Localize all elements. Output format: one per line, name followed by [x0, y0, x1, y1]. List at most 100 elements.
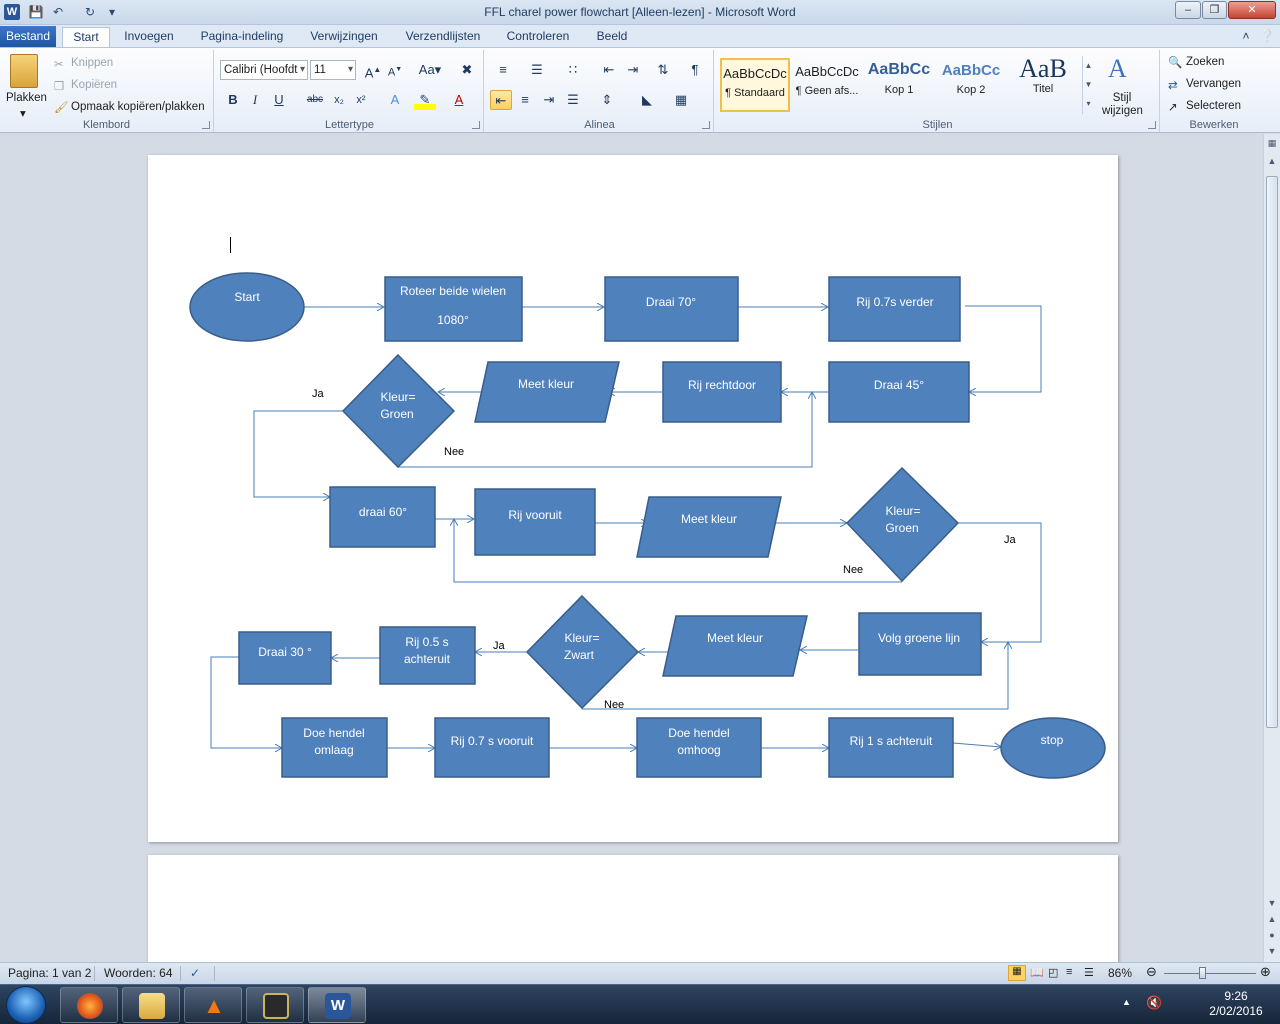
process-draai60[interactable]	[329, 486, 436, 548]
process-rij-vooruit[interactable]	[474, 488, 596, 556]
style-standaard[interactable]: AaBbCcDc ¶ Standaard	[720, 58, 790, 112]
process-rij07-vooruit[interactable]	[434, 717, 550, 778]
tab-pagina-indeling[interactable]: Pagina-indeling	[200, 29, 284, 43]
full-screen-reading-icon[interactable]: 📖	[1030, 967, 1044, 979]
style-geen-afstand[interactable]: AaBbCcDc ¶ Geen afs...	[792, 58, 862, 112]
clock[interactable]: 9:26 2/02/2016	[1196, 989, 1276, 1019]
cut-icon[interactable]: ✂	[54, 59, 64, 71]
print-layout-icon[interactable]: ▦	[1008, 965, 1026, 981]
paragraph-launcher-icon[interactable]	[702, 121, 710, 129]
decision-kleur-groen-2[interactable]	[845, 466, 960, 583]
volume-muted-icon[interactable]: 🔇	[1146, 995, 1163, 1010]
style-kop1[interactable]: AaBbCc Kop 1	[864, 58, 934, 112]
tab-start[interactable]: Start	[62, 27, 110, 47]
bold-button[interactable]: B	[228, 92, 238, 107]
minimize-ribbon-icon[interactable]: ˄	[1242, 29, 1250, 43]
process-rij1-achteruit[interactable]	[828, 717, 954, 778]
zoom-out-icon[interactable]: ⊖	[1146, 964, 1157, 979]
proofing-icon[interactable]: ✓	[190, 966, 201, 980]
paste-dropdown-icon[interactable]: ▾	[20, 108, 26, 120]
minimize-icon[interactable]: –	[1175, 1, 1201, 19]
tab-verwijzingen[interactable]: Verwijzingen	[310, 29, 378, 43]
process-rij-rechtdoor[interactable]	[662, 361, 782, 423]
ruler-toggle-icon[interactable]: ▦	[1267, 138, 1277, 148]
shading-icon[interactable]: ◣	[642, 92, 652, 107]
process-rij05-achteruit[interactable]	[379, 626, 476, 685]
io-meet-kleur-3[interactable]	[662, 615, 808, 677]
start-button[interactable]	[6, 986, 46, 1024]
taskbar-explorer[interactable]	[122, 987, 180, 1023]
previous-page-icon[interactable]: ▲	[1267, 914, 1277, 924]
format-painter-button[interactable]: Opmaak kopiëren/plakken	[71, 101, 205, 113]
io-meet-kleur-1[interactable]	[474, 361, 620, 423]
subscript-button[interactable]: x₂	[334, 94, 344, 106]
find-icon[interactable]: 🔍	[1168, 57, 1183, 69]
sort-icon[interactable]: ⇅	[657, 62, 669, 77]
word-count[interactable]: Woorden: 64	[104, 966, 173, 980]
close-icon[interactable]: ✕	[1228, 1, 1276, 19]
font-size-input[interactable]: 11	[310, 60, 356, 80]
multilevel-list-icon[interactable]: ∷	[568, 62, 578, 77]
process-rij07[interactable]	[828, 276, 961, 342]
draft-icon[interactable]: ☰	[1084, 967, 1094, 979]
start-terminal[interactable]	[189, 272, 305, 342]
decision-kleur-zwart[interactable]	[525, 594, 640, 710]
superscript-button[interactable]: x²	[356, 94, 366, 106]
clipboard-launcher-icon[interactable]	[202, 121, 210, 129]
change-styles-icon[interactable]: A	[1108, 54, 1127, 83]
styles-scroll-icon[interactable]: ▲▼▾	[1082, 56, 1094, 114]
maximize-icon[interactable]: ❐	[1202, 1, 1227, 19]
font-name-input[interactable]: Calibri (Hoofdt	[220, 60, 308, 80]
flowchart[interactable]: Start Roteer beide wielen 1080° Draai 70…	[0, 134, 1263, 962]
highlight-icon[interactable]: ✎	[414, 90, 436, 110]
increase-indent-icon[interactable]: ⇥	[627, 62, 639, 77]
copy-icon[interactable]: ❐	[54, 81, 65, 93]
process-hendel-omhoog[interactable]	[636, 717, 762, 778]
document-area[interactable]: Start Roteer beide wielen 1080° Draai 70…	[0, 134, 1263, 962]
text-effects-icon[interactable]: A	[390, 92, 400, 107]
zoom-in-icon[interactable]: ⊕	[1260, 964, 1271, 979]
style-titel[interactable]: AaB Titel	[1008, 54, 1078, 112]
numbering-icon[interactable]: ☰	[531, 62, 543, 77]
redo-icon[interactable]: ↻	[84, 5, 96, 19]
font-color-icon[interactable]: A	[454, 92, 464, 107]
customize-icon[interactable]: ▾	[108, 5, 116, 19]
align-center-icon[interactable]: ≡	[521, 92, 529, 107]
process-draai70[interactable]	[604, 276, 739, 342]
scroll-thumb[interactable]	[1266, 176, 1278, 728]
scroll-down-icon[interactable]: ▼	[1267, 898, 1277, 908]
tab-bestand[interactable]: Bestand	[0, 26, 56, 47]
page-count[interactable]: Pagina: 1 van 2	[8, 966, 92, 980]
help-icon[interactable]: ❔	[1259, 29, 1275, 43]
font-launcher-icon[interactable]	[472, 121, 480, 129]
copy-button[interactable]: Kopiëren	[71, 79, 118, 91]
web-layout-icon[interactable]: ◰	[1048, 967, 1059, 979]
process-roteer[interactable]	[384, 276, 523, 342]
style-kop2[interactable]: AaBbCc Kop 2	[936, 58, 1006, 112]
replace-button[interactable]: Vervangen	[1186, 78, 1241, 90]
show-marks-button[interactable]: ¶	[691, 62, 699, 77]
select-icon[interactable]: ↗	[1168, 102, 1178, 114]
tab-invoegen[interactable]: Invoegen	[124, 29, 174, 43]
scroll-up-icon[interactable]: ▲	[1267, 156, 1277, 166]
tab-controleren[interactable]: Controleren	[506, 29, 570, 43]
stop-terminal[interactable]	[1000, 717, 1106, 779]
justify-icon[interactable]: ☰	[567, 92, 579, 107]
change-styles-button[interactable]: Stijl wijzigen	[1102, 92, 1143, 117]
taskbar-word[interactable]: W	[308, 987, 366, 1023]
taskbar-movie-maker[interactable]	[246, 987, 304, 1023]
outline-icon[interactable]: ≡	[1066, 966, 1073, 978]
taskbar-vlc[interactable]: ▲	[184, 987, 242, 1023]
strikethrough-button[interactable]: abc	[306, 94, 324, 105]
paste-icon[interactable]	[10, 54, 38, 88]
line-spacing-icon[interactable]: ⇕	[601, 92, 613, 107]
paste-button[interactable]: Plakken	[6, 92, 47, 104]
tab-verzendlijsten[interactable]: Verzendlijsten	[405, 29, 481, 43]
zoom-slider-track[interactable]	[1164, 973, 1256, 974]
grow-font-icon[interactable]: A▲	[364, 65, 382, 81]
document-page-2[interactable]	[148, 855, 1118, 962]
find-button[interactable]: Zoeken	[1186, 56, 1225, 68]
next-page-icon[interactable]: ▼	[1267, 946, 1277, 956]
align-right-icon[interactable]: ⇥	[543, 92, 555, 107]
align-left-icon[interactable]: ⇤	[490, 90, 512, 110]
